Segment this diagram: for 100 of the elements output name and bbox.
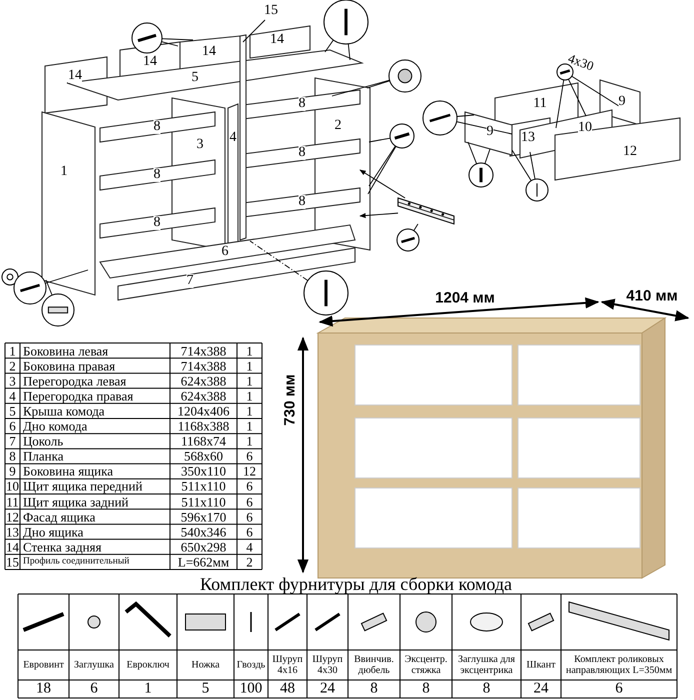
part-name: Профиль соединительный [23, 557, 130, 567]
detail-callout [396, 228, 420, 252]
part-name: Боковина ящика [23, 464, 114, 478]
part-size: 1168x388 [178, 420, 230, 433]
part-quantity: 1 [246, 359, 253, 372]
hardware-count: 6 [615, 682, 623, 696]
hardware-count: 8 [482, 682, 490, 696]
hardware-name: Евровинт [22, 660, 65, 670]
table-heading: Комплект фурнитуры для сборки комода [200, 575, 512, 593]
part-size: 714x388 [180, 359, 226, 372]
part-name: Фасад ящика [23, 510, 96, 524]
part-name: Крыша комода [23, 404, 105, 418]
leader-line [332, 80, 390, 96]
row-number: 2 [9, 359, 16, 372]
hardware-count: 18 [36, 682, 51, 696]
arrow [359, 170, 406, 198]
part-size: 511x110 [181, 495, 226, 508]
part-quantity: 2 [246, 555, 253, 568]
hardware-name: Ножка [190, 660, 221, 670]
part-name: Перегородка левая [23, 374, 126, 388]
callout-number: 15 [264, 4, 278, 18]
profile-strip [240, 34, 246, 241]
detail-callout [304, 270, 348, 316]
leader-line [456, 114, 474, 117]
part-quantity: 6 [246, 450, 253, 463]
row-number: 8 [9, 450, 16, 463]
part-number: 8 [154, 168, 160, 182]
hardware-count: 100 [240, 682, 262, 696]
leader-line [556, 79, 564, 128]
detail-callout [468, 162, 494, 188]
part-quantity: 1 [246, 434, 253, 448]
hardware-name: Шуруп 4x16 [271, 654, 304, 676]
leader-line [46, 280, 53, 296]
part-size: 650x298 [180, 540, 226, 554]
leader-line [242, 20, 266, 42]
hardware-count: 8 [370, 682, 378, 696]
part-number: 7 [186, 274, 194, 288]
part-quantity: 6 [246, 525, 253, 538]
row-number: 12 [6, 510, 19, 524]
row-number: 3 [9, 374, 16, 388]
part-size: 511x110 [181, 480, 226, 493]
hardware-count: 48 [280, 682, 295, 696]
part-name: Стенка задняя [23, 540, 102, 554]
hardware-count: 6 [90, 682, 98, 696]
row-number: 11 [6, 495, 19, 508]
dimension-label: 730 мм [282, 374, 298, 426]
hardware-count: 1 [144, 682, 152, 696]
part-number: 8 [154, 120, 160, 134]
part-name: Планка [23, 450, 64, 463]
leader-line [368, 146, 396, 194]
row-number: 9 [9, 464, 16, 478]
leader-line [456, 121, 512, 134]
part-size: 624x388 [180, 389, 226, 402]
part-quantity: 1 [246, 389, 253, 402]
part-size: 540x346 [180, 525, 226, 538]
hardware-name: Заглушка для эксцентрика [456, 654, 516, 676]
leader-line [468, 142, 478, 164]
part-size: 350x110 [180, 464, 226, 478]
leader-line [366, 80, 390, 88]
part-quantity: 1 [246, 344, 253, 358]
row-number: 5 [9, 404, 16, 418]
leader-line [512, 150, 532, 182]
detail-callout [132, 22, 162, 54]
part-size: 568x60 [184, 450, 223, 463]
part-size: 596x170 [180, 510, 226, 524]
row-number: 4 [9, 389, 16, 402]
part-quantity: 6 [246, 495, 253, 508]
part-name: Перегородка правая [23, 389, 134, 402]
row-number: 14 [6, 540, 19, 554]
hardware-count: 24 [534, 682, 548, 696]
hardware-name: Гвоздь [236, 660, 266, 670]
detail-callout [390, 124, 414, 148]
part-quantity: 4 [246, 540, 253, 554]
part-size: L=662мм [178, 555, 230, 568]
part-quantity: 1 [246, 404, 253, 418]
part-quantity: 1 [246, 420, 253, 433]
hardware-name: Евроключ [126, 660, 170, 670]
part-name: Щит ящика задний [23, 495, 128, 508]
row-number: 13 [6, 525, 19, 538]
part-number: 8 [298, 97, 306, 111]
part-size: 1204x406 [178, 404, 230, 418]
part-number: 9 [618, 95, 626, 109]
row-number: 10 [6, 480, 19, 493]
arrow [359, 212, 398, 218]
hardware-name: Заглушка [73, 660, 115, 670]
hardware-name: Эксцентр. стяжка [404, 654, 448, 676]
part-number: 10 [578, 121, 592, 135]
part-quantity: 6 [246, 480, 253, 493]
part-name: Дно комода [23, 420, 88, 433]
row-number: 7 [9, 434, 16, 448]
hardware-count: 8 [422, 682, 430, 696]
leader-line [161, 41, 178, 46]
part-quantity: 1 [246, 374, 253, 388]
detail-callout [526, 178, 548, 202]
hardware-count: 24 [320, 682, 335, 696]
part-size: 624x388 [180, 374, 226, 388]
hardware-name: Ввинчив. дюбель [353, 654, 395, 676]
part-number: 8 [298, 195, 306, 209]
detail-callout [14, 272, 46, 304]
detail-callout [388, 60, 422, 92]
